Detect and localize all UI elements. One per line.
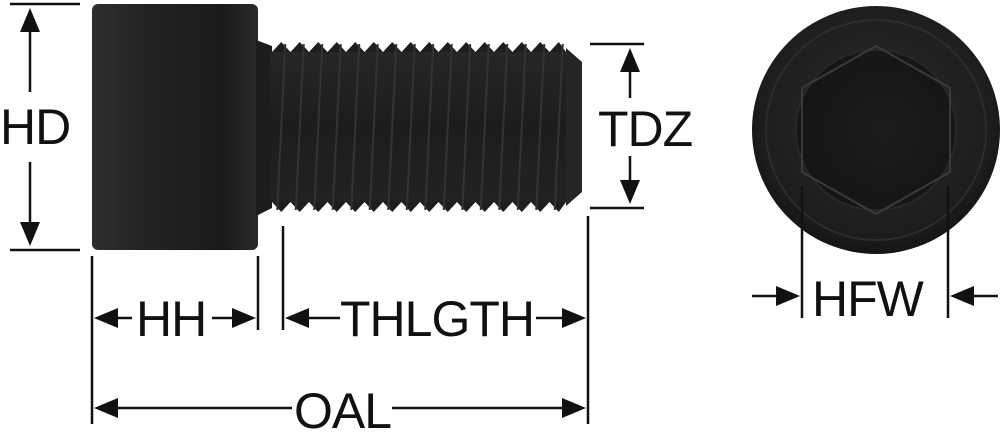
hfw-label: HFW: [812, 271, 925, 327]
hd-label: HD: [0, 99, 70, 155]
hfw-dimension: HFW: [752, 186, 998, 327]
hd-dimension: HD: [0, 2, 80, 252]
tdz-dimension: TDZ: [590, 42, 693, 210]
thread-line: [498, 43, 509, 211]
screw-head: [92, 4, 258, 250]
thread-line: [294, 43, 305, 211]
thread-line: [276, 43, 287, 211]
screw-end-view: [752, 6, 1000, 254]
oal-label: OAL: [294, 383, 391, 432]
thread-line: [368, 43, 379, 211]
screw-tip: [566, 48, 582, 206]
extension-lines: [90, 216, 590, 424]
screw-neck: [256, 40, 272, 216]
thread-profile-top: [272, 42, 566, 52]
thread-line: [442, 43, 453, 211]
hex-socket-icon: [801, 44, 951, 216]
head-end-chamfer-ring: [765, 19, 987, 241]
thread-line: [350, 43, 361, 211]
thread-line: [535, 43, 546, 211]
thread-line: [516, 43, 527, 211]
thread-line: [479, 43, 490, 211]
thread-line: [405, 43, 416, 211]
thlgth-dimension: THLGTH: [285, 291, 586, 347]
thread-line: [313, 43, 324, 211]
thlgth-label: THLGTH: [340, 291, 534, 347]
thread-profile-bottom: [272, 202, 566, 212]
thread-line: [461, 43, 472, 211]
thread-lines: [276, 43, 564, 211]
thread-line: [331, 43, 342, 211]
oal-dimension: OAL: [94, 383, 586, 432]
socket-recess: [795, 49, 957, 211]
tdz-label: TDZ: [598, 101, 692, 157]
hh-label: HH: [136, 291, 206, 347]
thread-line: [387, 43, 398, 211]
thread-line: [424, 43, 435, 211]
screw-side-view: [92, 4, 582, 250]
thread-line: [553, 43, 564, 211]
hh-dimension: HH: [94, 291, 256, 347]
